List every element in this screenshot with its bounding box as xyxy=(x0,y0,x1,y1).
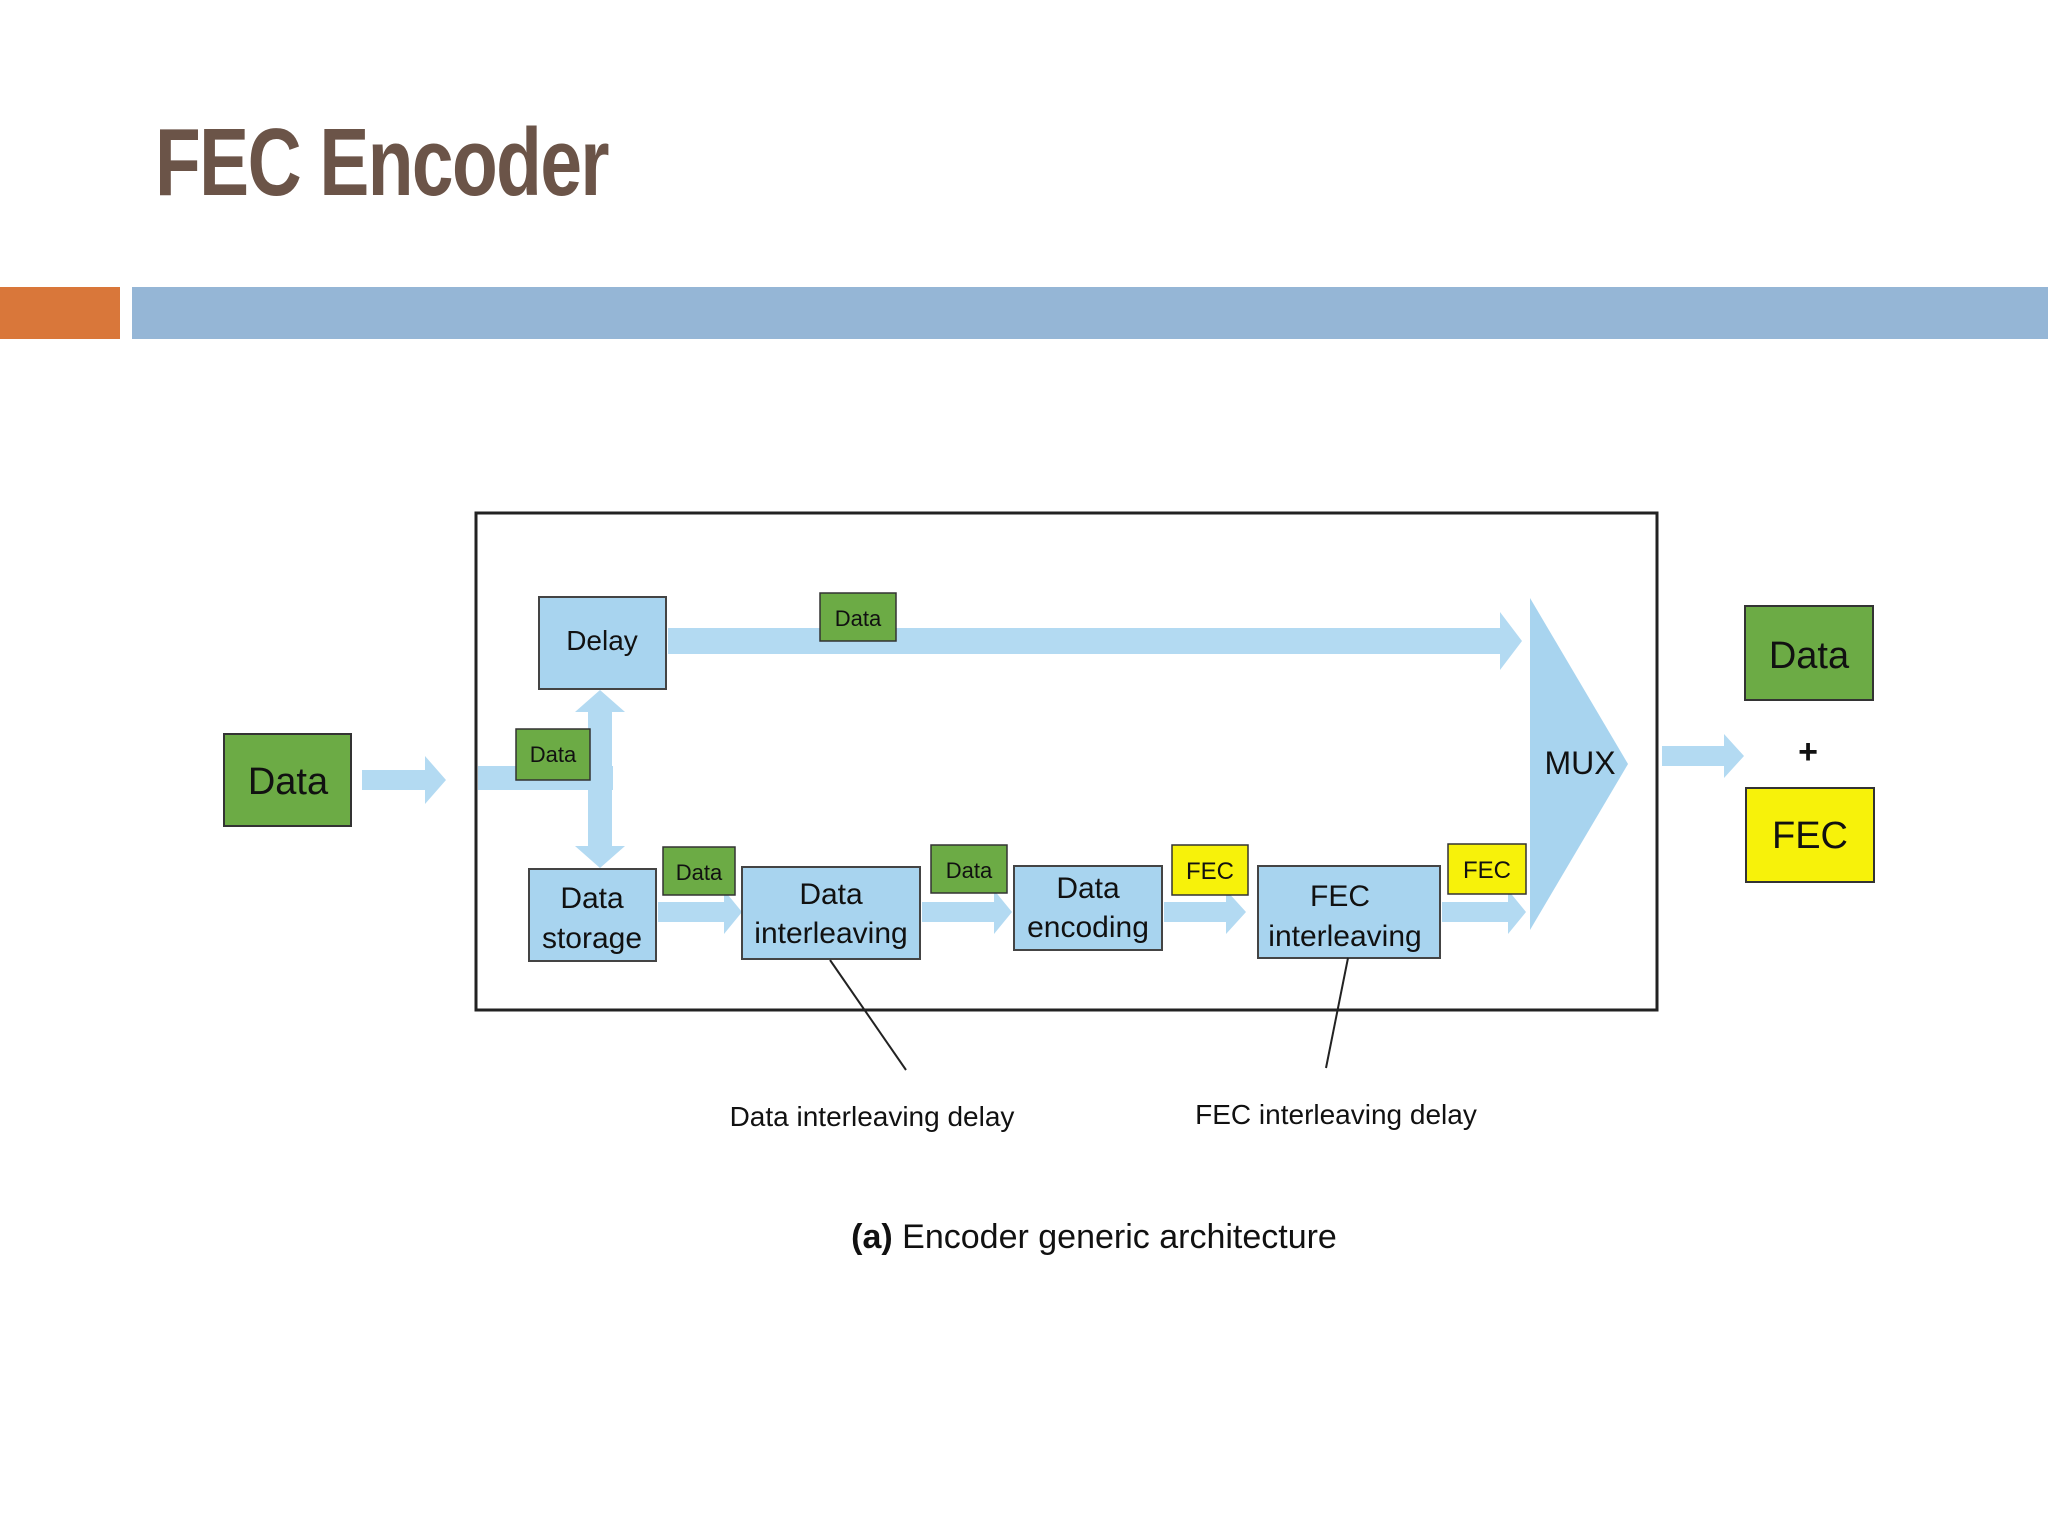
data-encoding-label-line1: Data xyxy=(1056,872,1120,905)
tag-after-fec-interleaving-label: FEC xyxy=(1463,857,1511,884)
data-encoding-label-line2: encoding xyxy=(1027,911,1149,944)
input-data-block: Data xyxy=(223,733,352,827)
accent-bar-blue xyxy=(132,287,2048,339)
vertical-double-arrow xyxy=(575,690,625,868)
data-encoding-block: Data encoding xyxy=(1013,865,1163,951)
tag-top-path-label: Data xyxy=(835,606,882,631)
data-interleaving-block: Data interleaving xyxy=(741,866,921,960)
tag-after-encoding-fec: FEC xyxy=(1171,844,1249,896)
fec-interleaving-label-line1: FEC xyxy=(1310,880,1370,913)
data-storage-label-line1: Data xyxy=(560,882,624,915)
figure-caption-text: Encoder generic architecture xyxy=(893,1218,1337,1256)
accent-bar-orange xyxy=(0,287,120,339)
input-data-label: Data xyxy=(248,761,329,803)
output-plus-sign: + xyxy=(1798,733,1818,771)
data-interleaving-label-line2: interleaving xyxy=(754,917,907,950)
mux-label: MUX xyxy=(1544,745,1615,781)
tag-after-encoding-label: FEC xyxy=(1186,858,1234,885)
data-storage-label-line2: storage xyxy=(542,922,642,955)
delay-block: Delay xyxy=(538,596,667,690)
figure-caption: (a) Encoder generic architecture xyxy=(851,1218,1337,1256)
annotation-data-interleaving-delay: Data interleaving delay xyxy=(730,1101,1015,1132)
arrow-storage-to-interleaving xyxy=(658,890,742,934)
tag-after-interleaving-label: Data xyxy=(946,858,993,883)
annotation-fec-interleaving-delay: FEC interleaving delay xyxy=(1195,1099,1477,1130)
tag-splitter-data: Data xyxy=(515,728,591,781)
encoder-frame xyxy=(474,511,1659,1012)
delay-label: Delay xyxy=(566,625,638,656)
tag-after-interleaving-data: Data xyxy=(930,844,1008,894)
output-fec-block: FEC xyxy=(1745,787,1875,883)
output-fec-label: FEC xyxy=(1772,815,1848,857)
pointer-fec-interleaving-delay xyxy=(1325,957,1349,1069)
pointer-data-interleaving-delay xyxy=(829,959,907,1071)
fec-interleaving-label-line2: interleaving xyxy=(1268,920,1421,953)
data-interleaving-label-line1: Data xyxy=(799,878,863,911)
tag-top-path-data: Data xyxy=(819,592,897,642)
slide-title: FEC Encoder xyxy=(155,109,610,216)
top-path-arrow xyxy=(668,612,1522,670)
input-arrow xyxy=(362,756,446,804)
arrow-encoding-to-fec-interleaving xyxy=(1164,890,1246,934)
fec-interleaving-block: FEC interleaving xyxy=(1257,865,1441,959)
arrow-fec-interleaving-to-mux xyxy=(1442,890,1526,934)
tag-after-fec-interleaving-fec: FEC xyxy=(1447,843,1527,895)
arrow-interleaving-to-encoding xyxy=(922,890,1012,934)
mux-block: MUX xyxy=(1530,598,1628,930)
tag-splitter-label: Data xyxy=(530,742,577,767)
output-data-block: Data xyxy=(1744,605,1874,701)
output-arrow xyxy=(1662,734,1744,778)
tag-after-storage-label: Data xyxy=(676,860,723,885)
data-storage-block: Data storage xyxy=(528,868,657,962)
tag-after-storage-data: Data xyxy=(662,846,736,896)
output-data-label: Data xyxy=(1769,635,1850,677)
figure-caption-prefix: (a) xyxy=(851,1218,893,1256)
